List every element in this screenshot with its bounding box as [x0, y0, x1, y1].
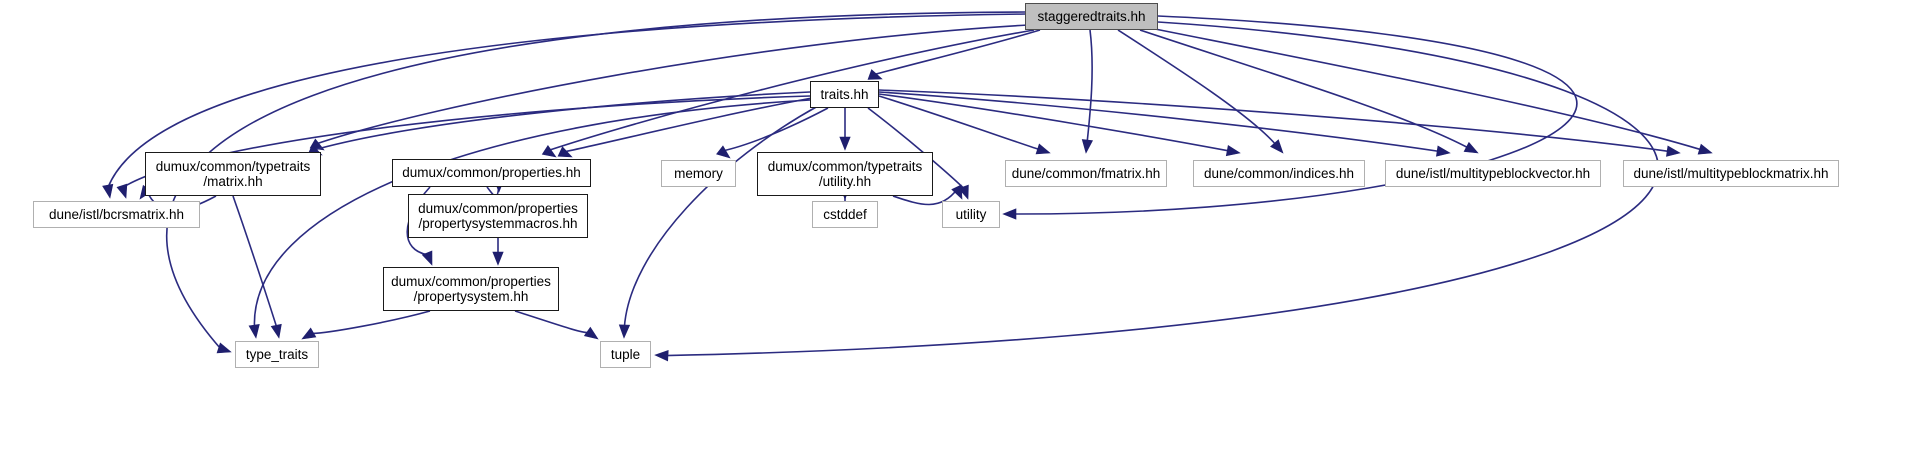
graph-node-label: cstddef	[823, 206, 867, 222]
graph-edge-staggeredtraits-to-mtbmatrix	[1149, 27, 1702, 151]
graph-edge-arrowhead	[583, 326, 599, 340]
graph-edge-staggeredtraits-to-tuple	[665, 21, 1659, 357]
graph-edge-arrowhead	[301, 327, 317, 340]
graph-node-memory[interactable]: memory	[661, 160, 736, 187]
graph-edge-arrowhead	[1035, 143, 1051, 155]
graph-edge-staggeredtraits-to-typetraits_matrix	[314, 24, 1029, 146]
graph-node-utility[interactable]: utility	[942, 201, 1000, 228]
graph-edge-arrowhead	[1666, 145, 1681, 157]
graph-edge-arrowhead	[541, 145, 557, 158]
graph-edge-arrowhead	[557, 146, 573, 158]
graph-node-staggeredtraits[interactable]: staggeredtraits.hh	[1025, 3, 1158, 30]
graph-node-bcrsmatrix[interactable]: dune/istl/bcrsmatrix.hh	[33, 201, 200, 228]
graph-node-indices[interactable]: dune/common/indices.hh	[1193, 160, 1365, 187]
graph-node-label: dumux/common/properties /propertysystem.…	[391, 273, 551, 304]
graph-node-label: dune/istl/multitypeblockvector.hh	[1395, 165, 1591, 181]
graph-edge-arrowhead	[618, 324, 631, 339]
graph-edge-typetraits_matrix-to-type_traits	[232, 195, 278, 328]
graph-edge-traits-to-mtbvector	[878, 91, 1440, 153]
graph-node-mtbvector[interactable]: dune/istl/multitypeblockvector.hh	[1385, 160, 1601, 187]
graph-edge-typetraits_utility-to-utility	[892, 188, 958, 206]
graph-edge-arrowhead	[1463, 141, 1479, 154]
graph-edge-arrowhead	[1697, 143, 1713, 155]
graph-edge-arrowhead	[1002, 208, 1017, 220]
graph-edge-arrowhead	[248, 324, 260, 339]
graph-edge-propsys-to-type_traits	[311, 310, 431, 335]
graph-edge-arrowhead	[839, 136, 851, 151]
graph-node-cstddef[interactable]: cstddef	[812, 201, 878, 228]
graph-edge-arrowhead	[1225, 145, 1241, 157]
graph-node-label: dumux/common/typetraits /matrix.hh	[155, 158, 311, 189]
graph-edge-traits-to-mtbmatrix	[878, 89, 1670, 153]
graph-node-label: utility	[955, 206, 987, 222]
graph-node-type_traits[interactable]: type_traits	[235, 341, 319, 368]
graph-edge-staggeredtraits-to-fmatrix	[1086, 29, 1093, 143]
graph-edge-traits-to-properties	[561, 97, 813, 154]
graph-node-tuple[interactable]: tuple	[600, 341, 651, 368]
graph-edge-arrowhead	[1270, 139, 1284, 154]
graph-node-label: memory	[674, 165, 723, 181]
graph-node-fmatrix[interactable]: dune/common/fmatrix.hh	[1005, 160, 1167, 187]
graph-node-mtbmatrix[interactable]: dune/istl/multitypeblockmatrix.hh	[1623, 160, 1839, 187]
graph-node-label: tuple	[610, 346, 641, 362]
graph-node-properties[interactable]: dumux/common/properties.hh	[392, 159, 591, 187]
graph-edge-arrowhead	[421, 250, 433, 266]
graph-edge-traits-to-memory	[721, 107, 829, 153]
graph-edge-staggeredtraits-to-properties	[546, 29, 1035, 152]
graph-edge-arrowhead	[1436, 145, 1451, 157]
graph-edge-arrowhead	[654, 350, 669, 362]
graph-edge-arrowhead	[951, 184, 963, 200]
graph-node-label: dumux/common/properties.hh	[402, 165, 581, 181]
graph-edge-staggeredtraits-to-indices	[1117, 29, 1277, 146]
graph-edge-arrowhead	[102, 183, 114, 199]
graph-edge-traits-to-indices	[878, 93, 1230, 152]
graph-node-label: dune/istl/multitypeblockmatrix.hh	[1633, 165, 1829, 181]
graph-edge-staggeredtraits-to-type_traits	[165, 11, 1026, 350]
graph-node-label: dune/common/indices.hh	[1203, 165, 1355, 181]
graph-edge-traits-to-fmatrix	[878, 95, 1040, 151]
graph-edge-arrowhead	[492, 251, 504, 266]
graph-node-propsys[interactable]: dumux/common/properties /propertysystem.…	[383, 267, 559, 311]
graph-edge-propsys-to-tuple	[514, 310, 590, 334]
graph-node-label: dumux/common/typetraits /utility.hh	[767, 158, 923, 189]
graph-node-typetraits_utility[interactable]: dumux/common/typetraits /utility.hh	[757, 152, 933, 196]
graph-edge-staggeredtraits-to-traits	[871, 29, 1041, 77]
graph-node-label: traits.hh	[820, 86, 869, 102]
graph-edge-arrowhead	[270, 323, 282, 339]
graph-edge-traits-to-tuple	[623, 105, 819, 328]
graph-node-label: staggeredtraits.hh	[1037, 8, 1146, 24]
graph-edge-arrowhead	[867, 69, 883, 80]
graph-edge-staggeredtraits-to-mtbvector	[1139, 29, 1469, 149]
graph-edge-arrowhead	[116, 183, 128, 199]
graph-node-typetraits_matrix[interactable]: dumux/common/typetraits /matrix.hh	[145, 152, 321, 196]
graph-node-label: dune/common/fmatrix.hh	[1011, 165, 1161, 181]
graph-edge-arrowhead	[216, 342, 232, 354]
graph-edge-arrowhead	[716, 145, 731, 159]
graph-edge-arrowhead	[1081, 139, 1094, 154]
graph-node-label: type_traits	[245, 346, 309, 362]
graph-edge-staggeredtraits-to-bcrsmatrix	[107, 13, 1026, 188]
graph-node-label: dune/istl/bcrsmatrix.hh	[48, 206, 185, 222]
graph-edge-staggeredtraits-to-utility	[1013, 15, 1578, 215]
graph-node-label: dumux/common/properties /propertysystemm…	[418, 200, 578, 231]
graph-node-traits[interactable]: traits.hh	[810, 81, 879, 108]
graph-edge-traits-to-typetraits_matrix	[311, 91, 811, 152]
graph-node-propsysmacros[interactable]: dumux/common/properties /propertysystemm…	[408, 194, 588, 238]
